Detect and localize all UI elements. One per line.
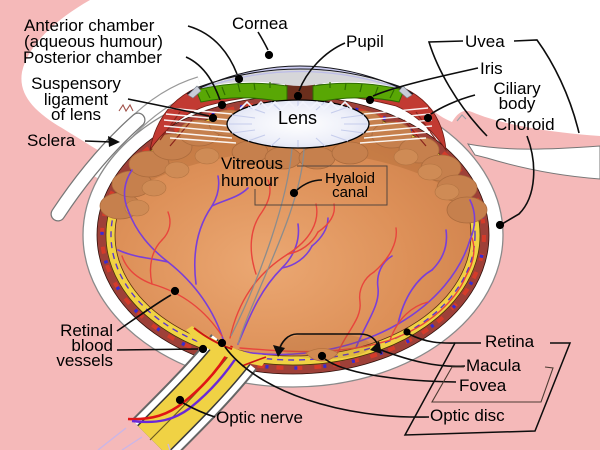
macula-span-arrow (278, 333, 380, 352)
macula-arrowhead-left (273, 345, 285, 357)
leader-iris (372, 67, 479, 97)
label-uvea: Uvea (465, 32, 505, 51)
optic-nerve-shape (97, 333, 257, 450)
label-suspensory-3: of lens (50, 105, 102, 124)
macula-arrowhead-right (370, 341, 382, 354)
label-cornea: Cornea (232, 14, 288, 33)
retinal-vessels-purple (117, 169, 476, 356)
central-retinal-vein (131, 351, 242, 424)
label-retina: Retina (485, 332, 535, 351)
label-vitreous-1: Vitreous (221, 154, 284, 173)
leader-dots (170, 50, 505, 405)
retina-group-bracket (403, 342, 572, 436)
choroid-red-speckles (100, 100, 486, 370)
leader-posterior-chamber (185, 56, 221, 101)
label-lens: Lens (278, 108, 318, 128)
label-suspensory-2: ligament (43, 90, 109, 109)
hyaloid-canal-shape (230, 147, 305, 345)
leader-optic-disc (224, 346, 430, 418)
leader-retinal-vessels-1 (116, 294, 172, 332)
conjunctiva-edge-left (118, 103, 134, 113)
macula-fovea-bracket (431, 366, 554, 403)
leader-retinal-vessels-2 (116, 348, 199, 351)
leader-retina (408, 333, 456, 344)
hyaloid-label-box (254, 165, 388, 206)
lens-shape (226, 99, 370, 149)
leader-macula (380, 349, 466, 368)
leader-choroid (501, 135, 535, 225)
label-macula: Macula (466, 356, 521, 375)
leader-cornea (257, 31, 269, 51)
label-pupil: Pupil (346, 32, 384, 51)
label-fovea: Fovea (459, 376, 507, 395)
sclera-arrowhead (108, 136, 120, 147)
medial-rectus-muscle (50, 112, 146, 222)
label-ciliary-body-1: Ciliary (493, 79, 541, 98)
anterior-chamber-shape (197, 69, 403, 89)
arrowheads (108, 136, 382, 357)
label-retinal-vessels-3: vessels (56, 351, 113, 370)
leader-optic-nerve (182, 402, 216, 418)
uvea-bracket-right (513, 39, 580, 134)
leader-sclera (84, 140, 113, 143)
label-posterior-chamber: Posterior chamber (23, 48, 162, 67)
leader-ciliary-body (430, 94, 476, 115)
leader-lines (84, 25, 580, 436)
nerve-fiber-tails (97, 427, 171, 450)
limbus-left (187, 85, 202, 99)
label-vitreous-2: humour (221, 171, 279, 190)
central-retinal-artery (127, 345, 234, 421)
leader-anterior-chamber (187, 25, 238, 75)
limbus-right (398, 85, 413, 99)
label-optic-nerve: Optic nerve (216, 408, 303, 427)
disc-rim-red-right (241, 356, 267, 367)
conjunctiva-edge-right (456, 114, 467, 122)
label-aqueous-humour: (aqueous humour) (24, 32, 163, 51)
label-choroid: Choroid (495, 115, 555, 134)
cornea-endothelium-line (201, 70, 399, 89)
label-ciliary-body-2: body (498, 94, 536, 113)
label-hyaloid-1: Hyaloid (324, 170, 376, 187)
disc-rim-red-left (193, 327, 233, 350)
label-hyaloid-2: canal (332, 184, 368, 201)
label-retinal-vessels-1: Retinal (60, 321, 113, 340)
leader-pupil (298, 42, 346, 92)
macula-region (279, 333, 371, 359)
label-retinal-vessels-2: blood (71, 336, 113, 355)
uvea-bracket-left (427, 40, 488, 137)
label-anterior-chamber: Anterior chamber (24, 16, 155, 35)
leader-suspensory (127, 98, 210, 117)
label-suspensory-1: Suspensory (31, 74, 121, 93)
label-optic-disc: Optic disc (430, 406, 505, 425)
label-iris: Iris (480, 59, 503, 78)
label-sclera: Sclera (27, 131, 76, 150)
cornea-shape (186, 65, 414, 95)
leader-hyaloid (296, 179, 323, 191)
